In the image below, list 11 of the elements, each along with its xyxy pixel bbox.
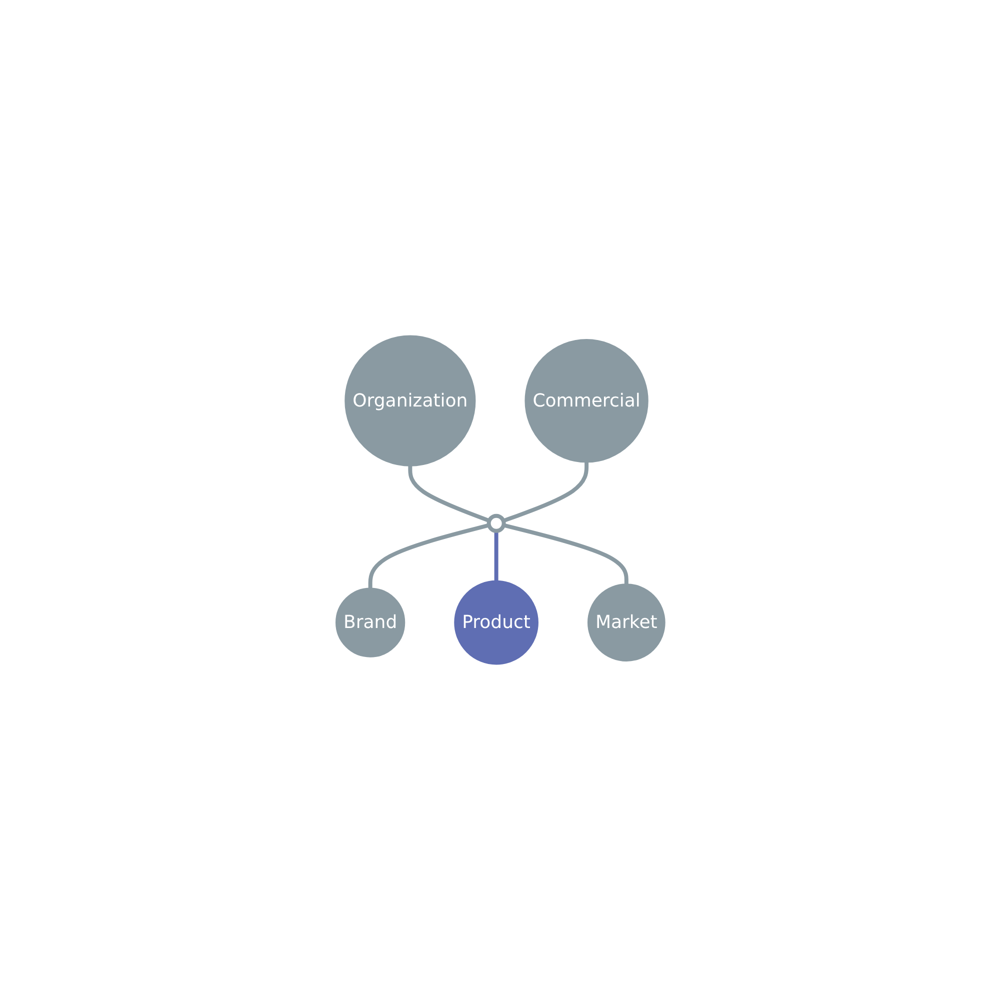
node-circle: Organization <box>344 335 476 466</box>
connector <box>502 462 588 523</box>
connector <box>494 530 498 581</box>
node-circle: Product <box>454 580 538 665</box>
connector <box>408 466 490 523</box>
node-circle: Commercial <box>524 339 648 463</box>
node-circle: Market <box>587 584 665 662</box>
node-circle <box>486 514 506 533</box>
connector <box>368 523 490 588</box>
connector <box>502 523 628 584</box>
node-circle: Brand <box>335 588 405 658</box>
